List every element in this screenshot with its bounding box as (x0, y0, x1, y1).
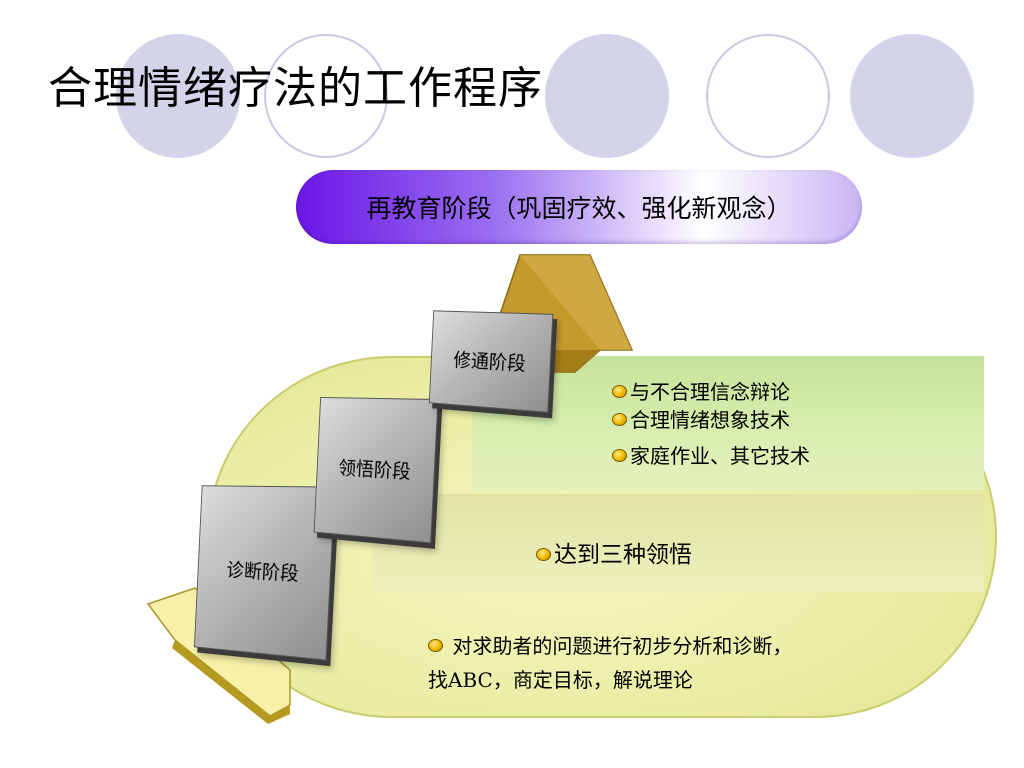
list-item: 与不合理信念辩论 (612, 376, 790, 405)
decorative-circle (706, 34, 830, 158)
list-item: 对求助者的问题进行初步分析和诊断， (428, 630, 792, 659)
decorative-circle (116, 34, 240, 158)
gold-bullet-icon (612, 413, 627, 426)
gold-bullet-icon (612, 385, 627, 398)
stage-label: 领悟阶段 (337, 456, 412, 483)
list-item: 达到三种领悟 (536, 535, 692, 569)
stage-label: 诊断阶段 (225, 558, 300, 585)
decorative-circle (850, 34, 974, 158)
decorative-circle (264, 34, 388, 158)
working-shelf (472, 356, 984, 490)
gold-bullet-icon (612, 449, 627, 462)
insight-shelf (372, 494, 984, 592)
reeducation-label: 再教育阶段（巩固疗效、强化新观念） (366, 194, 792, 223)
decorative-circle (545, 34, 669, 158)
reeducation-stage: 再教育阶段（巩固疗效、强化新观念） (296, 170, 862, 244)
diagnosis-line-1: 对求助者的问题进行初步分析和诊断， (452, 634, 793, 658)
stage-sign-insight: 领悟阶段 (313, 396, 439, 544)
stage-sign-working: 修通阶段 (428, 310, 554, 413)
gold-bullet-icon (536, 547, 551, 561)
list-item: 合理情绪想象技术 (612, 404, 790, 433)
stage-label: 修通阶段 (452, 348, 527, 375)
gold-bullet-icon (428, 639, 443, 652)
diagnosis-line-2: 找ABC，商定目标，解说理论 (428, 668, 693, 692)
list-item: 家庭作业、其它技术 (612, 440, 810, 469)
left-arrow-icon (146, 587, 291, 724)
page-title: 合理情绪疗法的工作程序 (48, 63, 543, 114)
